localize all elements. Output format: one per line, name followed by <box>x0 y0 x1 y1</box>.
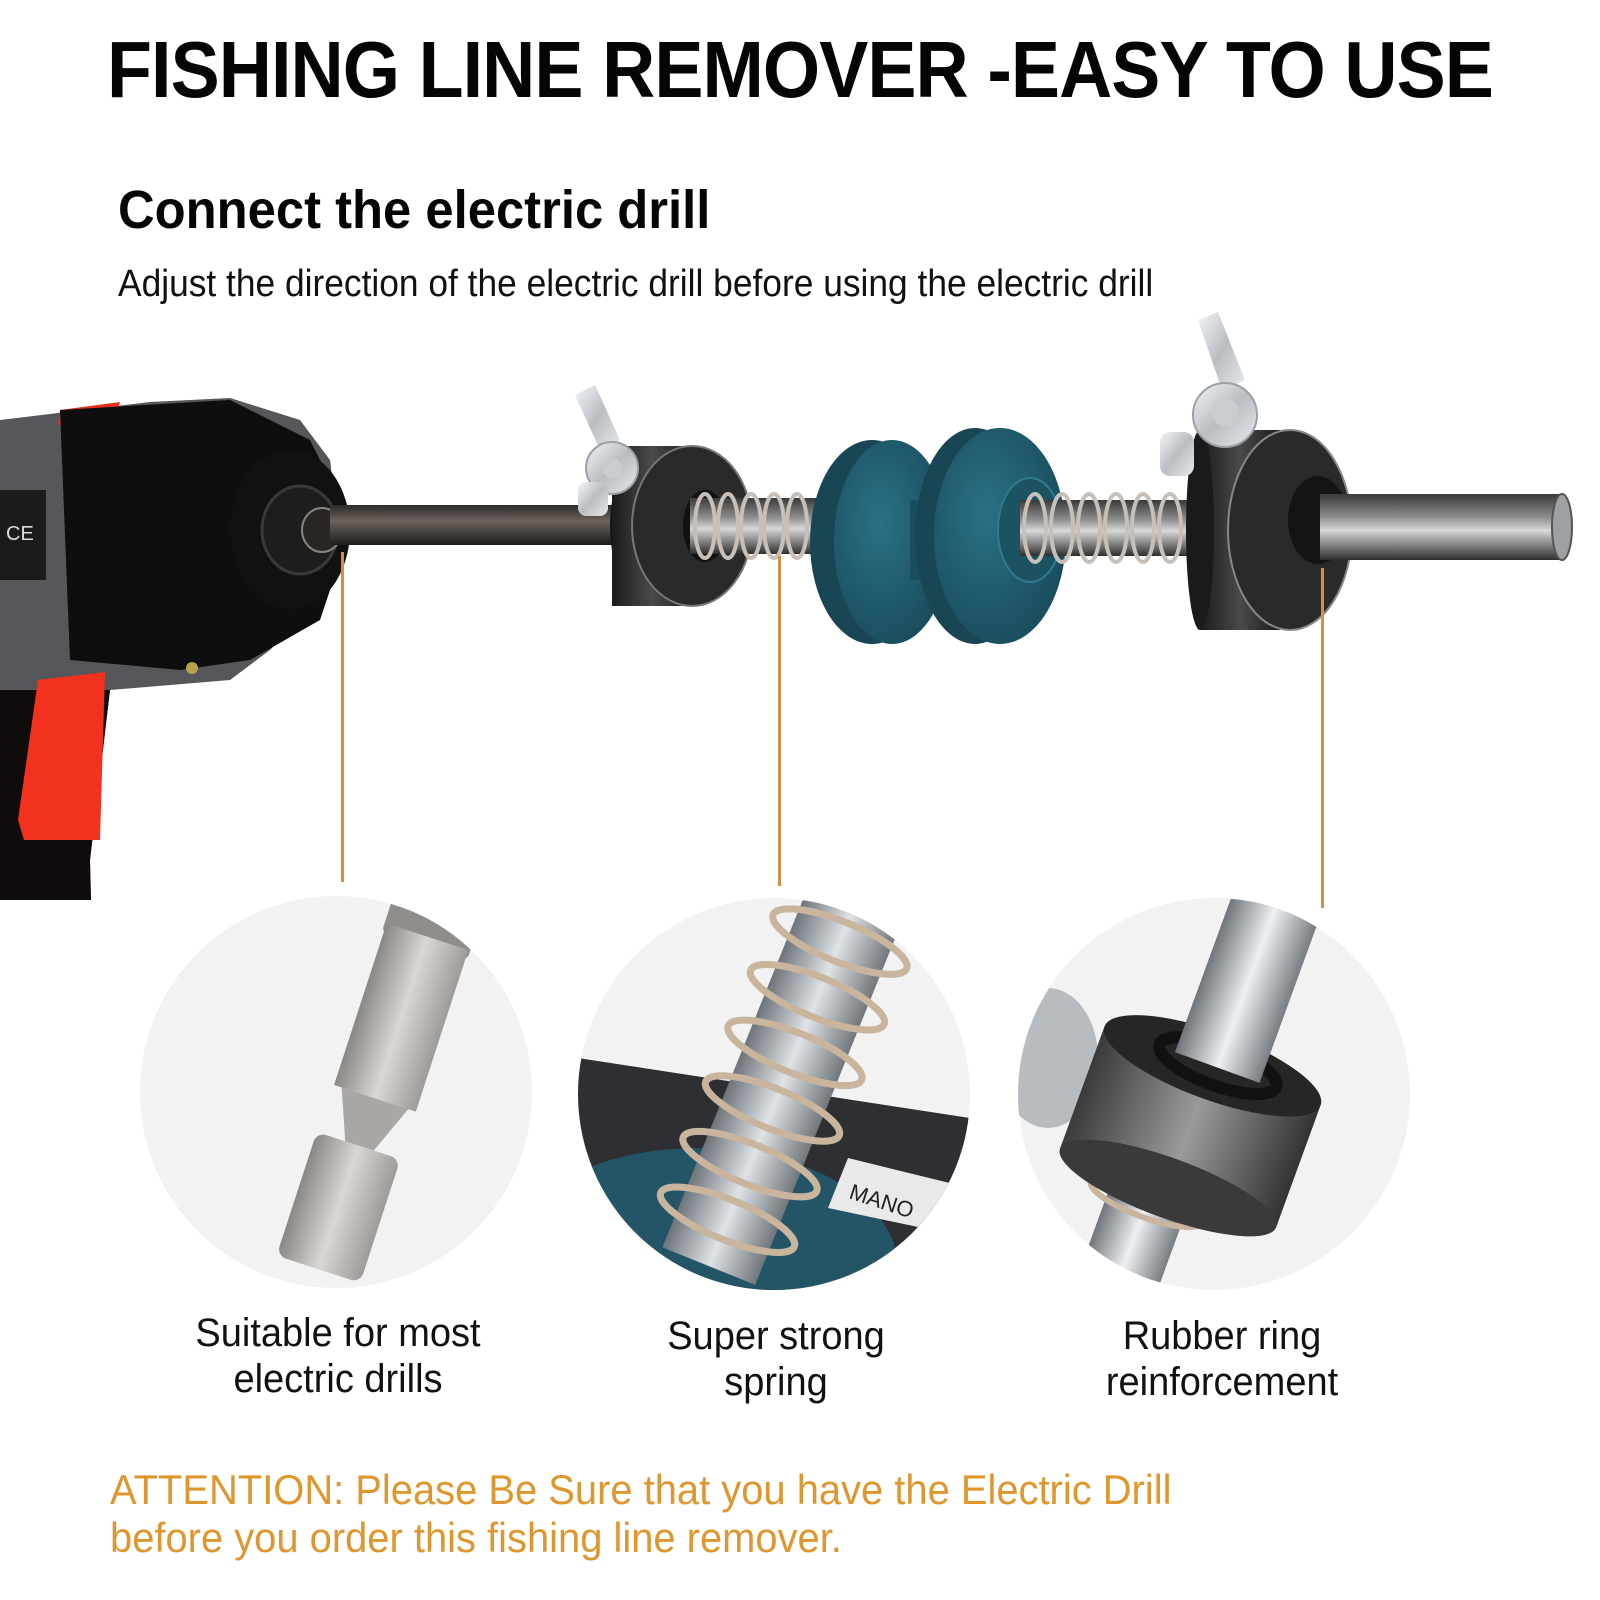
page-title: FISHING LINE REMOVER -EASY TO USE <box>107 25 1494 114</box>
feature-label-line1: Suitable for most <box>195 1311 481 1355</box>
right-wing-nut <box>1160 312 1258 476</box>
feature-label-line2: spring <box>724 1360 828 1404</box>
feature-label-line1: Super strong <box>667 1314 885 1358</box>
feature-label-drills: Suitable for most electric drills <box>139 1310 538 1402</box>
left-wing-nut <box>575 385 639 516</box>
callout-line-rubber-ring <box>1321 568 1324 908</box>
attention-line1: ATTENTION: Please Be Sure that you have … <box>110 1466 1172 1513</box>
feature-label-line2: reinforcement <box>1105 1360 1339 1404</box>
section-heading: Connect the electric drill <box>118 180 711 240</box>
attention-notice: ATTENTION: Please Be Sure that you have … <box>110 1466 1440 1562</box>
feature-label-line2: electric drills <box>233 1357 443 1401</box>
rubber-ring-detail-icon <box>1018 898 1325 1290</box>
hex-bit-icon <box>279 896 478 1281</box>
feature-label-rubber-ring: Rubber ring reinforcement <box>1023 1313 1422 1405</box>
detail-circle-rubber-ring <box>1018 898 1410 1290</box>
callout-line-drill <box>341 552 344 882</box>
feature-label-line1: Rubber ring <box>1122 1314 1322 1358</box>
callout-line-spring <box>778 556 781 886</box>
electric-drill: CE <box>0 398 350 900</box>
spring-detail-icon: MANO <box>578 898 970 1290</box>
detail-circle-hex-bit <box>140 896 532 1288</box>
left-spring <box>693 492 809 560</box>
steel-rod <box>1320 493 1573 561</box>
section-description: Adjust the direction of the electric dri… <box>118 263 1154 305</box>
drill-and-remover-illustration: CE <box>0 312 1573 900</box>
product-assembly-image: CE <box>0 300 1600 900</box>
right-spring <box>1022 492 1183 564</box>
detail-circle-spring: MANO <box>578 898 970 1290</box>
attention-line2: before you order this fishing line remov… <box>110 1514 842 1561</box>
svg-text:CE: CE <box>6 523 34 545</box>
feature-label-spring: Super strong spring <box>577 1313 976 1405</box>
